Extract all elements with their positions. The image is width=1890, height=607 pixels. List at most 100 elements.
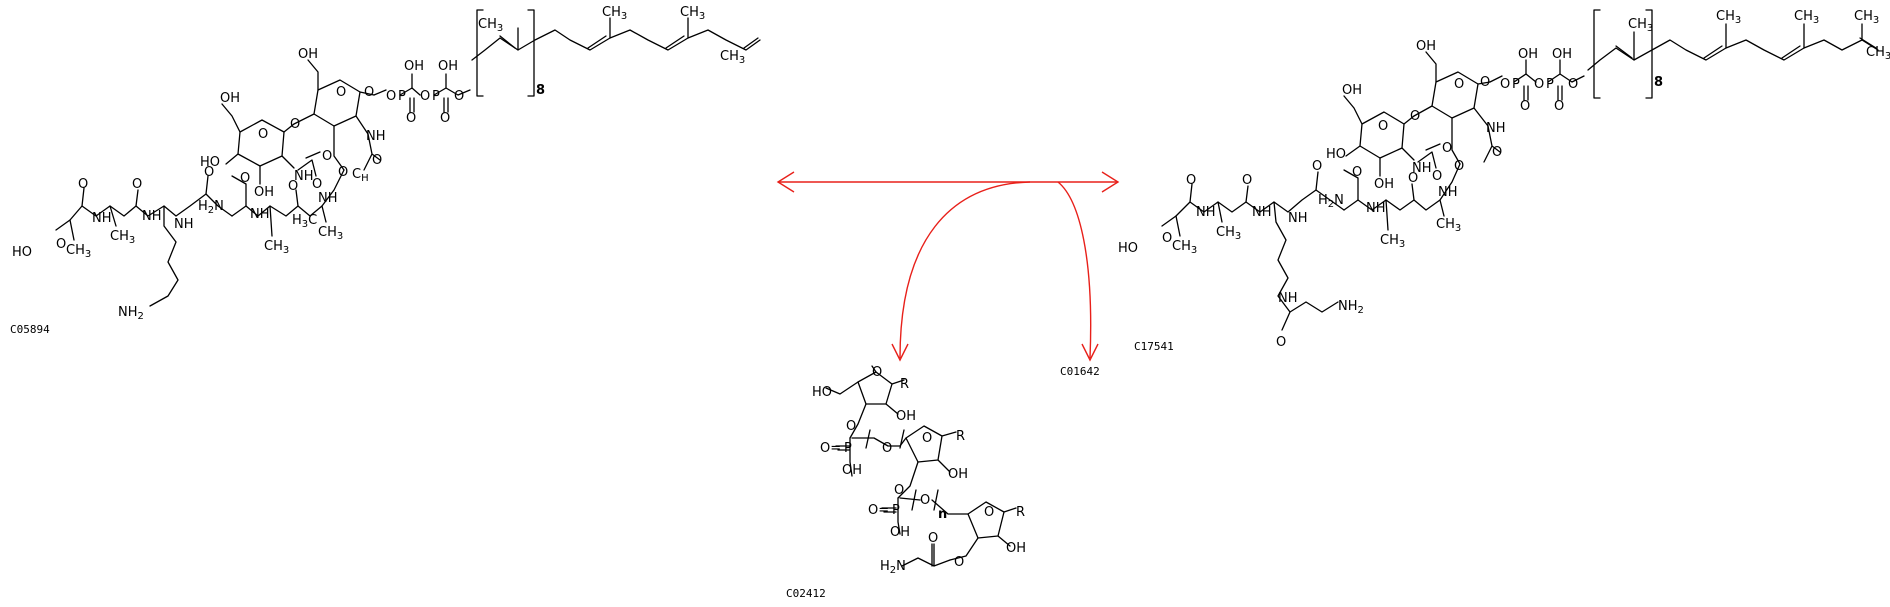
atom-labels-center: HO O R OH O O= P OH O O R OH O O= P OH n… [812, 365, 1026, 576]
svg-text:CH3: CH3 [318, 225, 343, 242]
repeat-count-8-left: 8 [536, 83, 545, 98]
svg-text:O: O [372, 153, 382, 168]
svg-text:O: O [1554, 99, 1564, 114]
svg-text:O: O [846, 419, 856, 434]
svg-text:O: O [132, 177, 142, 192]
svg-text:O: O [872, 365, 882, 380]
svg-text:P: P [892, 503, 900, 518]
svg-text:NH: NH [1486, 121, 1506, 136]
svg-text:OH: OH [298, 47, 318, 62]
svg-text:O: O [1534, 77, 1544, 92]
svg-text:O: O [204, 165, 214, 180]
svg-text:CH3: CH3 [1854, 9, 1879, 26]
compound-structure-center [825, 365, 1017, 567]
svg-text:O: O [882, 441, 892, 456]
svg-text:OH: OH [842, 463, 862, 478]
svg-text:OH: OH [1342, 83, 1362, 98]
svg-text:NH: NH [174, 217, 194, 232]
svg-text:NH: NH [294, 169, 314, 184]
svg-text:OH: OH [220, 91, 240, 106]
svg-text:NH: NH [1278, 291, 1298, 306]
svg-text:HO: HO [812, 385, 832, 400]
svg-text:HO: HO [1326, 147, 1346, 162]
svg-text:CH3: CH3 [680, 5, 705, 22]
svg-text:P: P [844, 441, 852, 456]
svg-text:O: O [1408, 171, 1418, 186]
svg-text:HO: HO [200, 155, 220, 170]
svg-text:OH: OH [896, 409, 916, 424]
svg-text:NH: NH [92, 211, 112, 226]
branch-arrow-head-c02412 [891, 343, 909, 362]
svg-text:CH3: CH3 [1716, 9, 1741, 26]
svg-text:H2N: H2N [880, 559, 906, 576]
svg-text:P: P [1546, 77, 1554, 92]
arrow-head-left [776, 171, 795, 193]
repeat-count-n: n [938, 507, 947, 522]
svg-text:CH3: CH3 [66, 243, 91, 260]
svg-text:CH3: CH3 [1628, 17, 1653, 34]
svg-text:O: O [1378, 119, 1388, 134]
svg-text:O=: O= [820, 441, 841, 456]
svg-text:O: O [1352, 165, 1362, 180]
svg-text:NH2: NH2 [1338, 299, 1364, 316]
svg-text:O: O [288, 179, 298, 194]
svg-text:CH3: CH3 [264, 239, 289, 256]
svg-text:OH: OH [1518, 47, 1538, 62]
svg-text:O: O [1454, 77, 1464, 92]
svg-text:O: O [1480, 75, 1490, 90]
svg-text:O: O [1312, 159, 1322, 174]
svg-text:NH: NH [1438, 185, 1458, 200]
svg-text:O: O [1492, 145, 1502, 160]
svg-text:O: O [364, 85, 374, 100]
svg-text:O: O [1432, 169, 1442, 184]
svg-text:OH: OH [404, 59, 424, 74]
svg-text:R: R [1016, 505, 1025, 520]
svg-text:O: O [1500, 77, 1510, 92]
svg-text:CH3: CH3 [1794, 9, 1819, 26]
svg-text:O: O [922, 431, 932, 446]
branch-arrow-head-c01642 [1081, 343, 1099, 362]
reaction-arrows [776, 171, 1120, 362]
svg-text:NH2: NH2 [118, 305, 144, 322]
svg-text:OH: OH [438, 59, 458, 74]
svg-text:O: O [1186, 173, 1196, 188]
svg-text:CH3: CH3 [602, 5, 627, 22]
svg-text:O: O [406, 111, 416, 126]
svg-text:NH: NH [1288, 211, 1308, 226]
svg-text:R: R [956, 429, 965, 444]
svg-text:O: O [258, 127, 268, 142]
svg-text:O: O [984, 505, 994, 520]
svg-text:CH3: CH3 [110, 229, 135, 246]
svg-text:NH: NH [1196, 205, 1216, 220]
svg-text:O: O [338, 165, 348, 180]
svg-text:O: O [894, 483, 904, 498]
svg-text:H3C: H3C [292, 213, 317, 230]
svg-text:O: O [1276, 335, 1286, 350]
svg-text:P: P [432, 89, 440, 104]
svg-text:CH3: CH3 [1436, 217, 1461, 234]
svg-text:O: O [1162, 231, 1172, 246]
compound-id-product[interactable]: C01642 [1060, 365, 1100, 378]
repeat-count-8-right: 8 [1654, 75, 1663, 90]
svg-text:NH: NH [250, 207, 270, 222]
compound-id-right[interactable]: C17541 [1134, 340, 1174, 353]
svg-text:CH3: CH3 [1172, 239, 1197, 256]
svg-text:HO: HO [12, 245, 32, 260]
svg-text:O: O [920, 493, 930, 508]
svg-text:O: O [386, 89, 396, 104]
svg-text:NH: NH [1412, 161, 1432, 176]
svg-text:H2N: H2N [1318, 193, 1344, 210]
svg-text:CH3: CH3 [478, 17, 503, 34]
svg-text:O=: O= [868, 503, 889, 518]
svg-text:OH: OH [890, 525, 910, 540]
compound-structure-right [1161, 9, 1879, 331]
svg-text:O: O [336, 85, 346, 100]
svg-text:O: O [420, 89, 430, 104]
svg-text:O: O [290, 117, 300, 132]
svg-text:P: P [398, 89, 406, 104]
svg-text:O: O [440, 111, 450, 126]
arrow-head-right [1101, 171, 1120, 193]
svg-text:CH: CH [352, 167, 369, 184]
compound-id-left[interactable]: C05894 [10, 323, 50, 336]
compound-id-center[interactable]: C02412 [786, 587, 826, 600]
